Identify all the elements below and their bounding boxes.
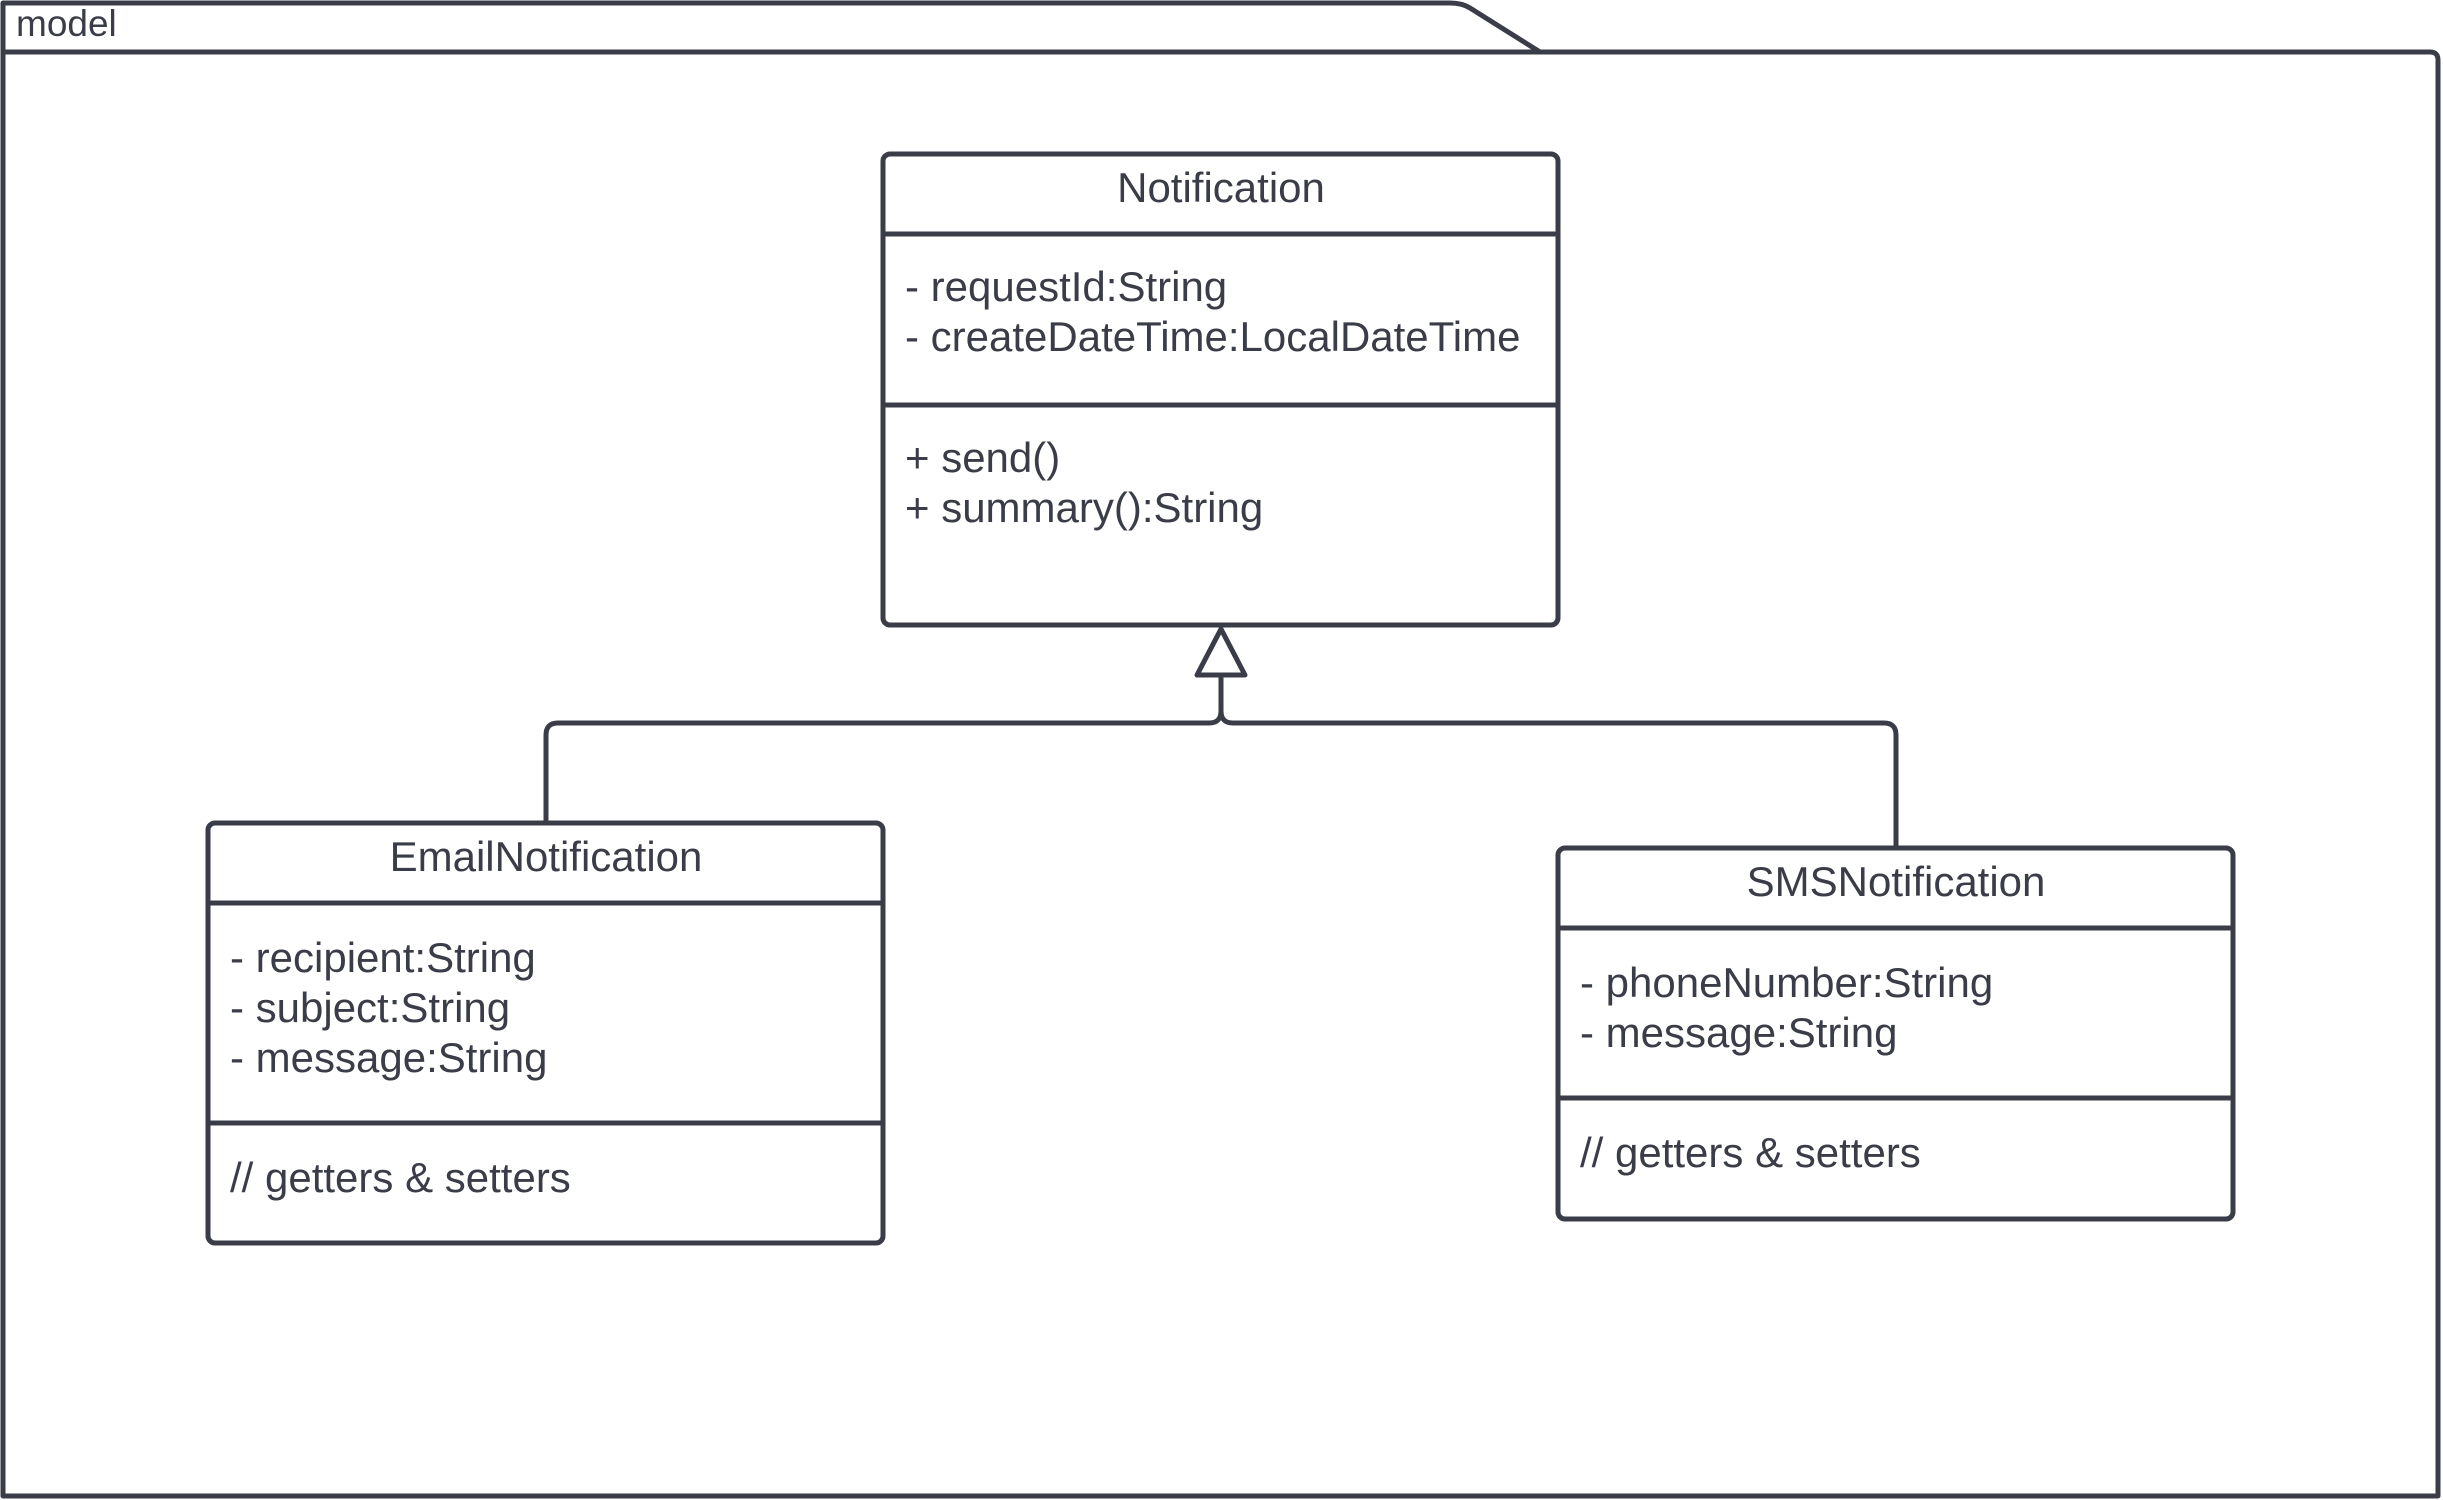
class-sms-notification-operation: // getters & setters (1580, 1129, 1921, 1176)
edge-sms-to-notification (1218, 674, 1899, 848)
class-email-notification-attribute: - message:String (230, 1034, 547, 1081)
class-email-notification-name: EmailNotification (390, 833, 703, 880)
class-notification-operation: + summary():String (905, 484, 1263, 531)
class-email-notification-attribute: - subject:String (230, 984, 510, 1031)
class-sms-notification-attribute: - phoneNumber:String (1580, 959, 1993, 1006)
class-sms-notification-box (1555, 845, 2236, 1222)
class-email-notification-attribute: - recipient:String (230, 934, 536, 981)
class-notification-name: Notification (1117, 164, 1325, 211)
class-email-notification-operation: // getters & setters (230, 1154, 571, 1201)
generalization-arrowhead (1194, 626, 1248, 678)
class-notification-attribute: - requestId:String (905, 263, 1227, 310)
package-name: model (16, 3, 117, 44)
class-notification-box (880, 151, 1561, 628)
class-notification[interactable]: Notification - requestId:String - create… (880, 151, 1561, 628)
edge-email-to-notification (543, 674, 1224, 823)
class-notification-operation: + send() (905, 434, 1060, 481)
generalization-edges (543, 626, 1899, 848)
class-notification-attribute: - createDateTime:LocalDateTime (905, 313, 1520, 360)
class-email-notification[interactable]: EmailNotification - recipient:String - s… (205, 820, 886, 1246)
class-sms-notification-attribute: - message:String (1580, 1009, 1897, 1056)
class-sms-notification[interactable]: SMSNotification - phoneNumber:String - m… (1555, 845, 2236, 1222)
class-email-notification-box (205, 820, 886, 1246)
class-sms-notification-name: SMSNotification (1747, 858, 2046, 905)
